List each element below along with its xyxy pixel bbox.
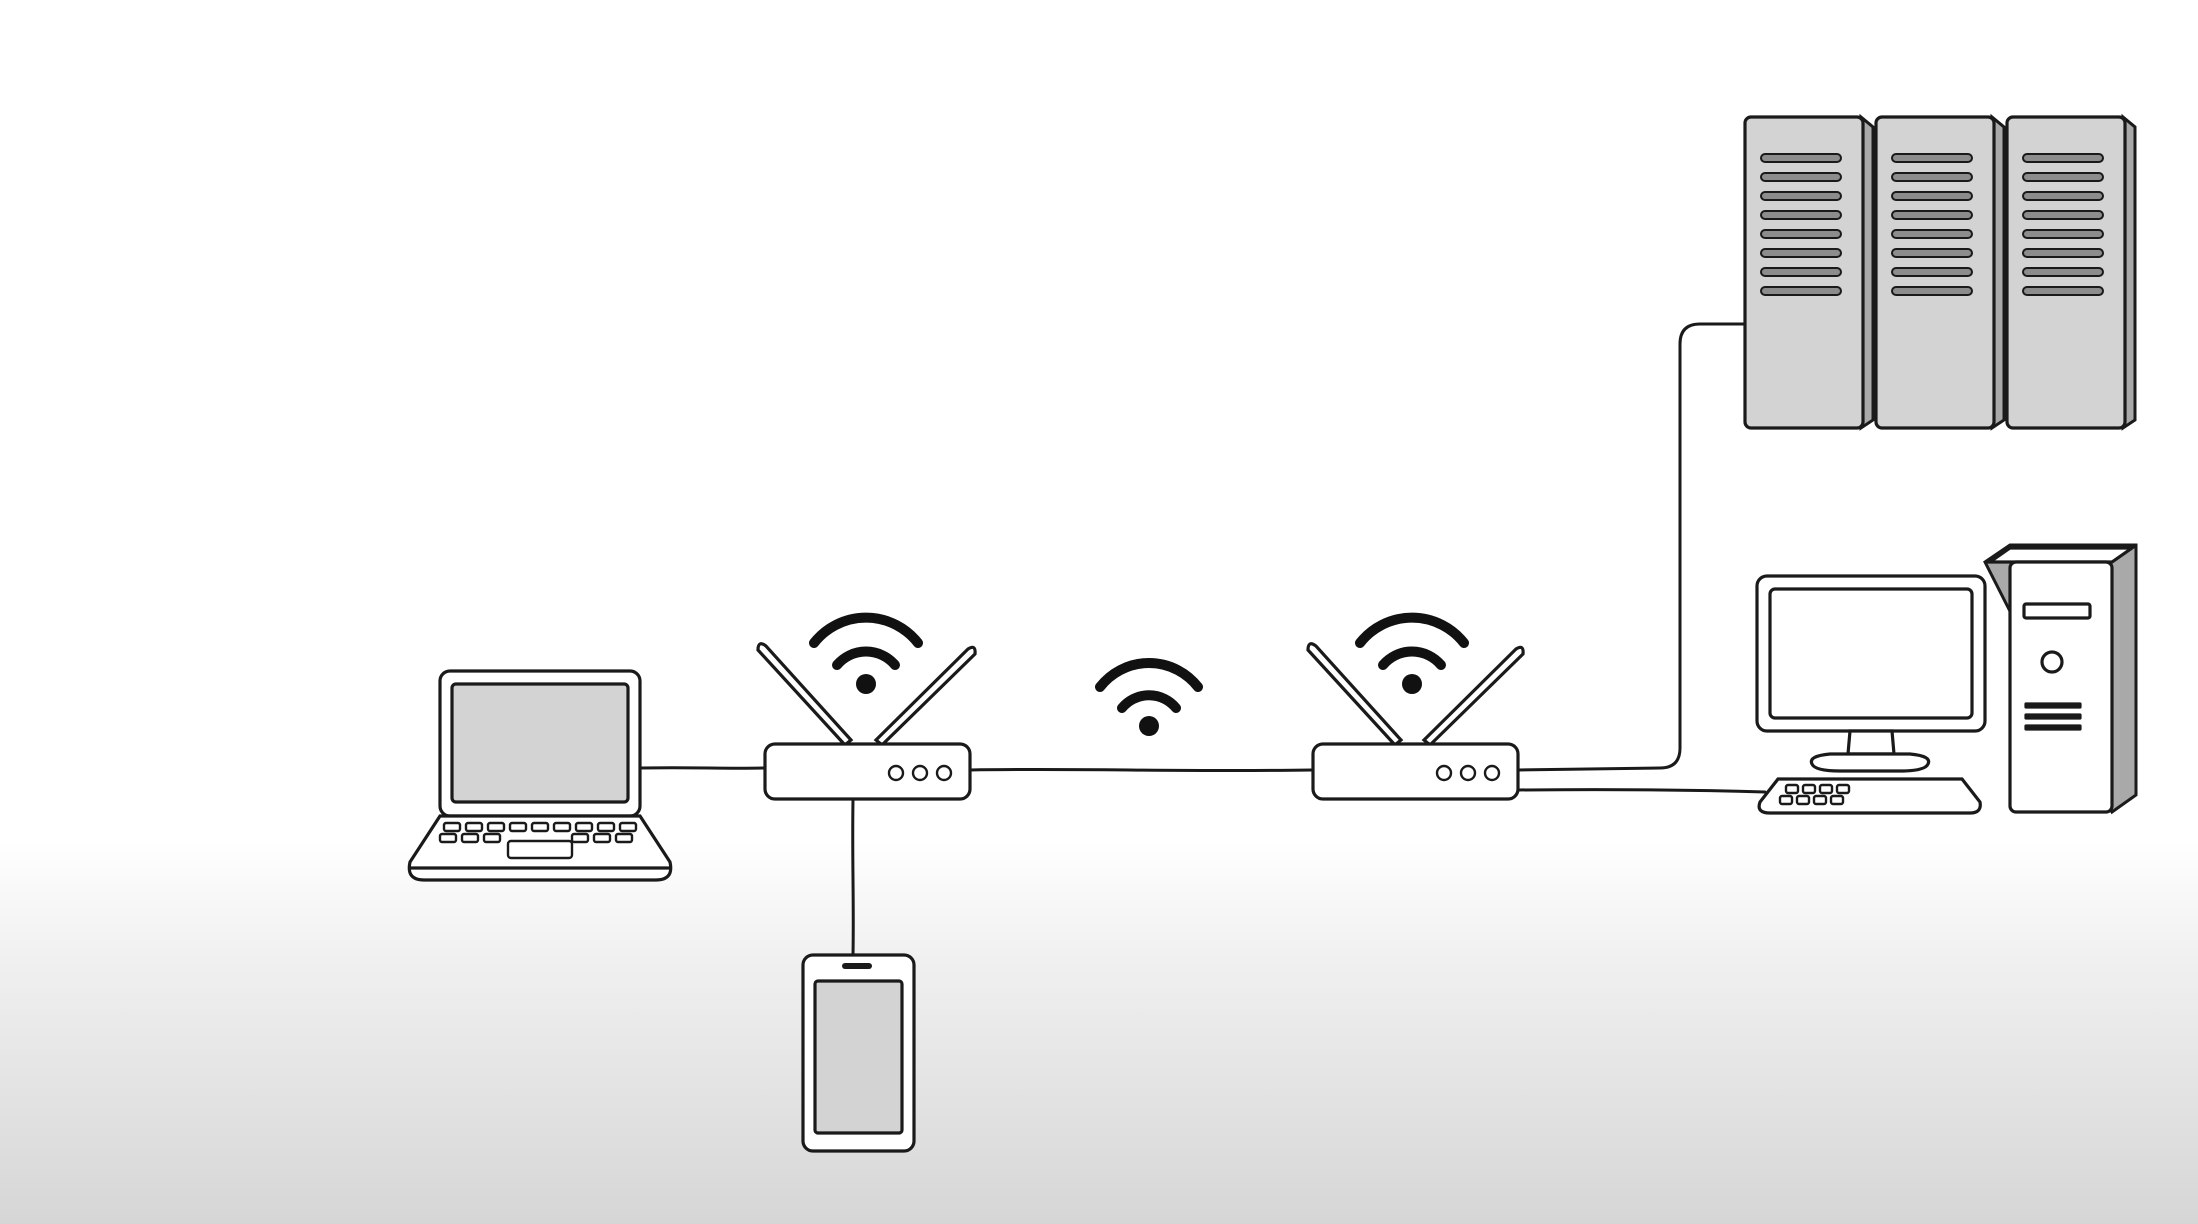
cable-router-2-desktop [1518, 790, 1765, 792]
server-slot [1892, 268, 1972, 276]
wifi-icon [814, 618, 918, 694]
wifi-arc-outer [1100, 663, 1198, 687]
wifi-dot [1402, 674, 1422, 694]
keyboard-key [1780, 796, 1792, 804]
desktop-computer-icon [1757, 545, 2136, 813]
server-cabinet [1876, 117, 2004, 428]
server-slot [2023, 249, 2103, 257]
router-2-led-1 [1437, 766, 1451, 780]
server-rack-icon [1745, 117, 2135, 428]
router-2-led-2 [1461, 766, 1475, 780]
server-slot [2023, 211, 2103, 219]
keyboard-key [1831, 796, 1843, 804]
laptop-key [576, 823, 592, 831]
laptop-touchpad [508, 841, 572, 858]
laptop-key [554, 823, 570, 831]
server-slot [1761, 173, 1841, 181]
laptop-key [572, 834, 588, 842]
server-cabinet [1745, 117, 1873, 428]
server-slot [1761, 268, 1841, 276]
cable-laptop-router-1 [640, 768, 765, 769]
tower-front [2010, 562, 2112, 812]
wifi-arc-inner [837, 652, 895, 665]
laptop-key [532, 823, 548, 831]
laptop-key [598, 823, 614, 831]
server-slot [1892, 230, 1972, 238]
laptop-key [620, 823, 636, 831]
laptop-icon [409, 671, 670, 880]
server-slot [1892, 249, 1972, 257]
router-2-led-3 [1485, 766, 1499, 780]
server-slot [1761, 192, 1841, 200]
wifi-arc-outer [1360, 618, 1464, 643]
tower-power-button [2042, 652, 2062, 672]
laptop-key [440, 834, 456, 842]
laptop-key [488, 823, 504, 831]
server-slot [1761, 211, 1841, 219]
wifi-arc-inner [1122, 695, 1176, 708]
server-slot [2023, 154, 2103, 162]
monitor-neck [1848, 731, 1894, 754]
monitor-stand [1811, 754, 1928, 771]
smartphone-icon [803, 955, 914, 1151]
server-slot [1761, 287, 1841, 295]
tower-vent [2026, 704, 2080, 707]
server-slot [2023, 230, 2103, 238]
server-cabinet [2007, 117, 2135, 428]
laptop-key [510, 823, 526, 831]
server-slot [1892, 287, 1972, 295]
server-slot [2023, 173, 2103, 181]
laptop-key [462, 834, 478, 842]
router-icon [758, 644, 975, 799]
server-slot [1761, 154, 1841, 162]
laptop-key [484, 834, 500, 842]
cables [640, 324, 1765, 955]
server-slot [2023, 287, 2103, 295]
tower-vents [2026, 704, 2080, 729]
router-1-led-2 [913, 766, 927, 780]
keyboard-key [1820, 785, 1832, 793]
wifi-arc-inner [1383, 652, 1441, 665]
laptop-key [466, 823, 482, 831]
keyboard-key [1837, 785, 1849, 793]
laptop-key [594, 834, 610, 842]
smartphone-speaker [842, 963, 872, 969]
cable-router-1-router-2 [970, 769, 1312, 770]
server-slot [1892, 154, 1972, 162]
keyboard-key [1803, 785, 1815, 793]
wifi-icon [1360, 618, 1464, 694]
keyboard-key [1786, 785, 1798, 793]
laptop-screen [452, 684, 628, 802]
monitor-screen [1770, 589, 1972, 718]
wifi-dot [1139, 716, 1159, 736]
router-icon [1308, 644, 1523, 799]
server-slot [1761, 249, 1841, 257]
laptop-key [444, 823, 460, 831]
router-1-led-1 [889, 766, 903, 780]
tower-top [1990, 548, 2132, 562]
laptop-key [616, 834, 632, 842]
server-slot [1761, 230, 1841, 238]
server-slot [1892, 173, 1972, 181]
keyboard-key [1797, 796, 1809, 804]
wifi-arc-outer [814, 618, 918, 643]
cable-router-2-server-rack [1518, 324, 1745, 770]
server-slot [2023, 192, 2103, 200]
server-slot [2023, 268, 2103, 276]
cable-router-1-smartphone [853, 799, 854, 955]
smartphone-screen [815, 981, 902, 1133]
router-1-led-3 [937, 766, 951, 780]
server-slot [1892, 192, 1972, 200]
tower-vent [2026, 715, 2080, 718]
tower-vent [2026, 726, 2080, 729]
tower-drive-bay [2024, 604, 2090, 618]
wifi-icon [1100, 663, 1198, 736]
keyboard-key [1814, 796, 1826, 804]
wifi-dot [856, 674, 876, 694]
server-slot [1892, 211, 1972, 219]
